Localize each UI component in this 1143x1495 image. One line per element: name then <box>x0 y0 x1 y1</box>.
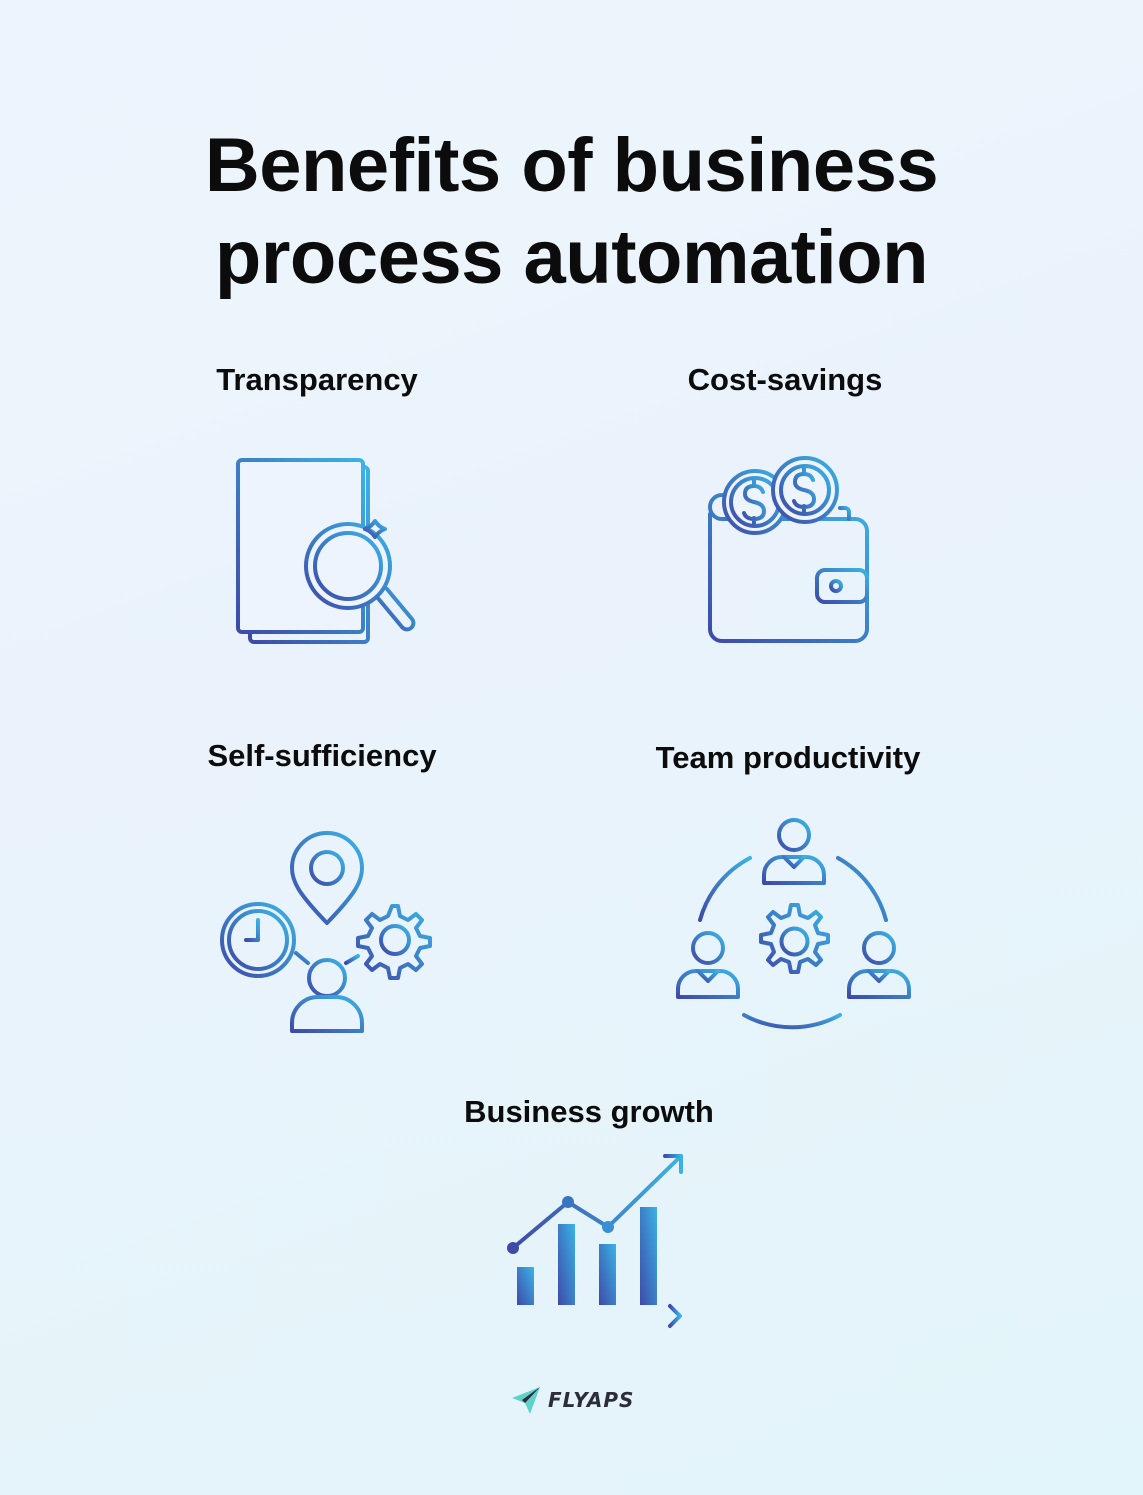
page-title-line-2: process automation <box>214 215 929 300</box>
benefit-label-self-sufficiency: Self-sufficiency <box>207 738 437 773</box>
wallet-coins-icon <box>708 456 869 643</box>
benefit-label-business-growth: Business growth <box>464 1094 714 1129</box>
benefit-label-transparency: Transparency <box>216 362 418 397</box>
page-title: Benefits of business process automation <box>0 120 1143 304</box>
benefit-label-team-productivity: Team productivity <box>655 740 921 775</box>
document-magnifier-icon <box>236 458 416 644</box>
logo-text: FLYAPS <box>548 1388 635 1412</box>
flyaps-logo: FLYAPS <box>510 1382 634 1418</box>
growth-chart-icon <box>503 1154 683 1328</box>
team-gear-cycle-icon <box>676 818 911 1030</box>
page-title-line-1: Benefits of business <box>204 123 939 208</box>
paper-plane-icon <box>512 1387 540 1414</box>
benefit-label-cost-savings: Cost-savings <box>687 362 883 397</box>
person-clock-gear-pin-icon <box>220 831 432 1033</box>
